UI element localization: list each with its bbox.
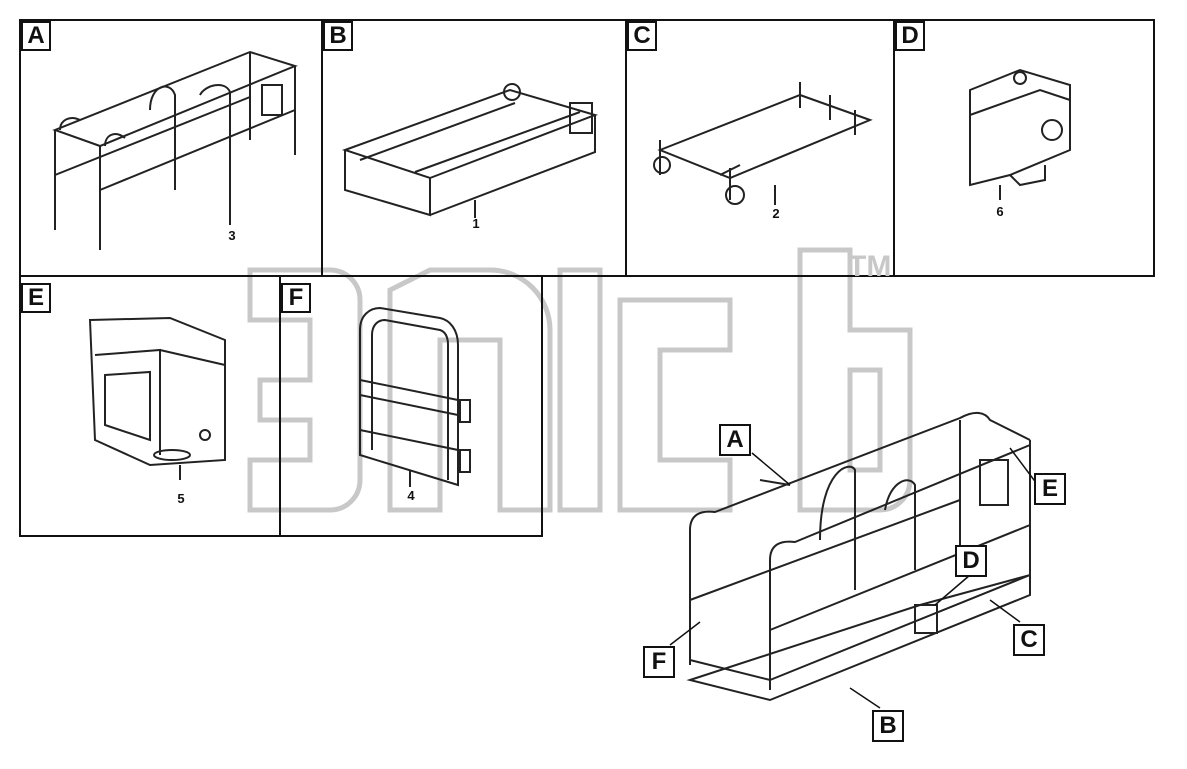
part-number-4: 4 [407, 488, 415, 503]
assembly-callout-f: F [643, 646, 675, 678]
control-box-guard-drawing [88, 316, 226, 480]
watermark-logo [247, 247, 913, 513]
panel-d-frame [893, 19, 1155, 277]
part-number-1: 1 [472, 216, 480, 231]
panel-b-label: B [323, 21, 353, 51]
part-number-2: 2 [772, 206, 780, 221]
base-frame-drawing [653, 82, 873, 205]
panel-a-frame [19, 19, 323, 277]
panel-c-label: C [627, 21, 657, 51]
panel-frames [19, 19, 1155, 537]
panel-a-label: A [21, 21, 51, 51]
railing-frame-drawing [52, 50, 298, 250]
panel-f-frame [279, 275, 543, 537]
part-number-5: 5 [177, 491, 185, 506]
assembly-callout-d: D [955, 545, 987, 577]
floor-deck-drawing [341, 83, 599, 218]
assembly-callout-e: E [1034, 473, 1066, 505]
gate-drawing [359, 306, 471, 487]
panel-b-frame [321, 19, 627, 277]
panel-d-label: D [895, 21, 925, 51]
callout-leaders [669, 447, 1041, 709]
assembly-callout-a: A [719, 424, 751, 456]
assembly-callout-b: B [872, 710, 904, 742]
part-number-6: 6 [996, 204, 1004, 219]
panel-e-label: E [21, 283, 51, 313]
assembly-callout-c: C [1013, 624, 1045, 656]
panel-f-label: F [281, 283, 311, 313]
mounting-bracket-drawing [969, 68, 1071, 200]
watermark-tm: TM [848, 250, 892, 283]
part-number-3: 3 [228, 228, 236, 243]
assembly-drawing [686, 412, 1031, 702]
